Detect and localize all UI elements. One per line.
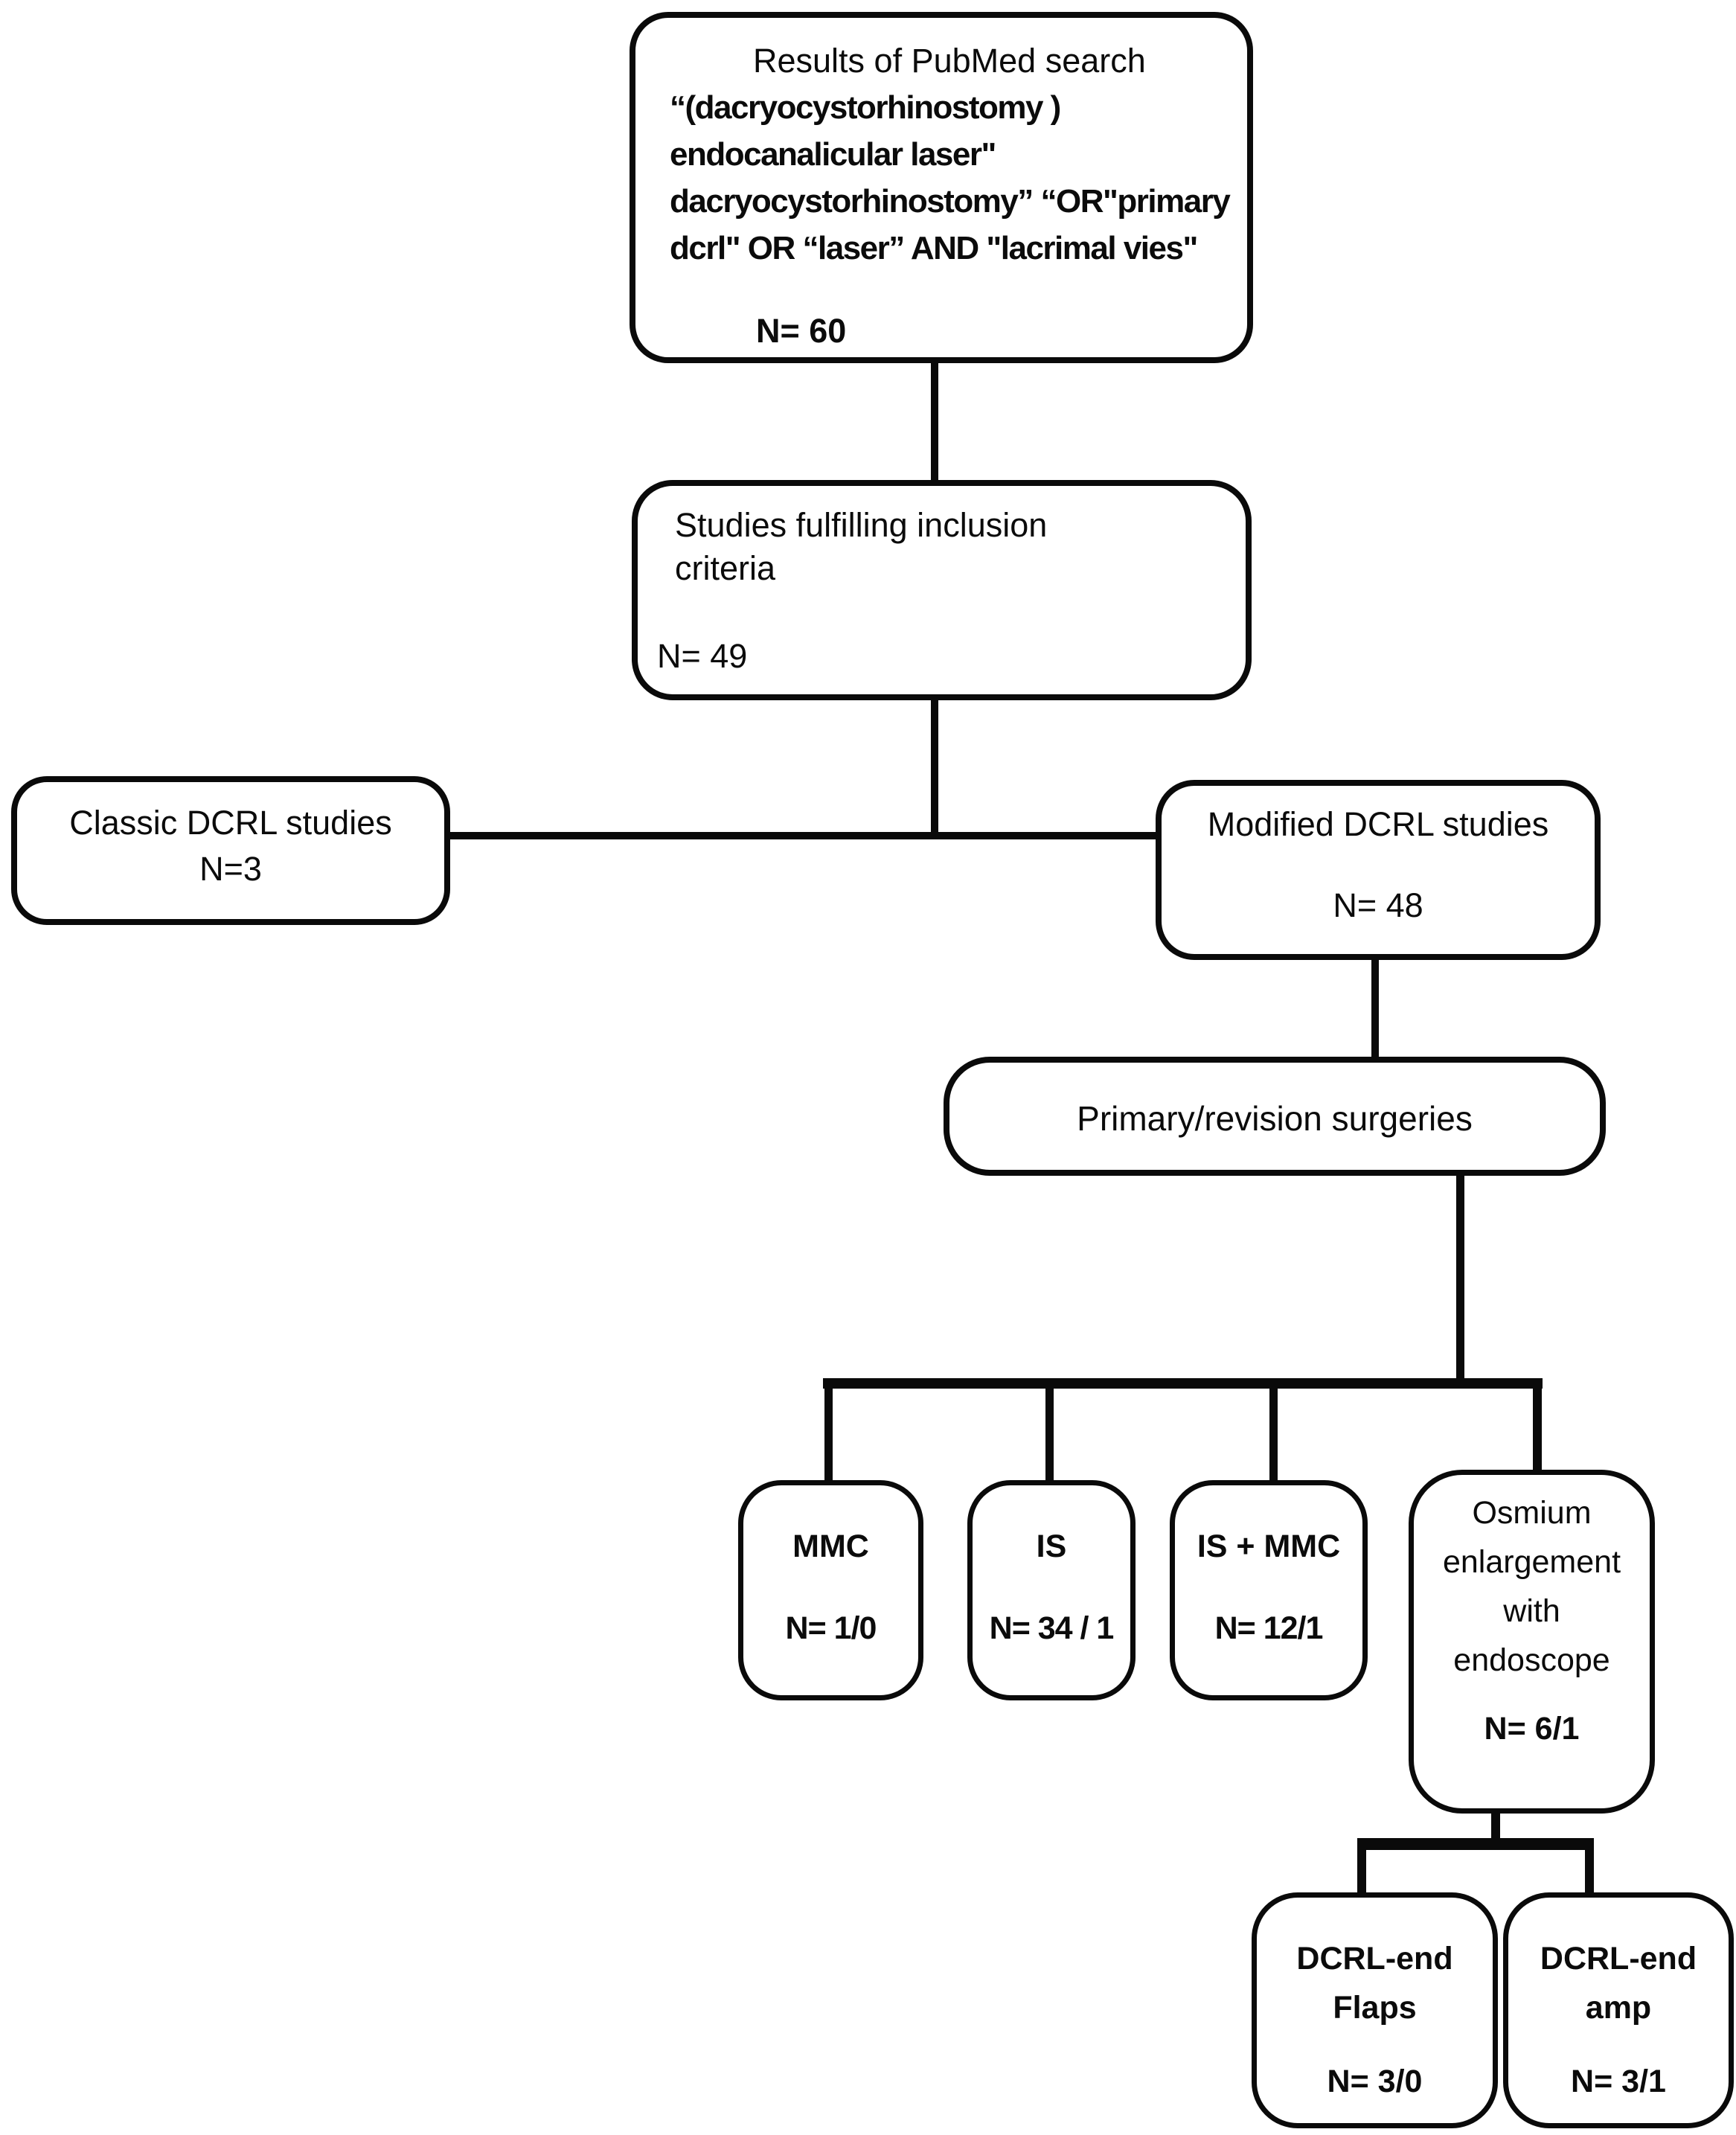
dcrl-end-flaps-node: DCRL-end Flaps N= 3/0	[1252, 1892, 1498, 2128]
connector-drop-mmc	[824, 1378, 833, 1482]
connector-drop-ismmc	[1269, 1378, 1278, 1482]
connector-modified-to-primary	[1371, 958, 1379, 1060]
amp-count: N= 3/1	[1571, 2064, 1666, 2099]
studies-count: N= 49	[657, 637, 748, 675]
modified-dcrl-label: Modified DCRL studies	[1207, 805, 1549, 843]
connector-drop-is	[1045, 1378, 1054, 1482]
connector-four-way-branch-bar	[823, 1378, 1543, 1389]
osmium-label-line-3: with	[1503, 1593, 1560, 1629]
connector-classic-modified-branch	[447, 832, 1159, 839]
connector-drop-amp	[1585, 1838, 1594, 1895]
is-plus-mmc-label: IS + MMC	[1197, 1529, 1341, 1564]
is-label: IS	[1036, 1529, 1067, 1564]
connector-two-way-branch-bar	[1357, 1838, 1594, 1850]
classic-dcrl-count: N=3	[199, 850, 262, 888]
is-node: IS N= 34 / 1	[967, 1480, 1136, 1700]
connector-osmium-down	[1491, 1812, 1500, 1845]
dcrl-end-amp-node: DCRL-end amp N= 3/1	[1503, 1892, 1734, 2128]
flaps-label-line-1: DCRL-end	[1296, 1941, 1453, 1976]
osmium-count: N= 6/1	[1484, 1711, 1580, 1747]
connector-drop-osmium	[1533, 1378, 1542, 1472]
osmium-label-line-1: Osmium	[1472, 1495, 1592, 1531]
studies-label-line-2: criteria	[675, 549, 776, 587]
amp-label-line-1: DCRL-end	[1540, 1941, 1697, 1976]
connector-drop-flaps	[1357, 1838, 1366, 1895]
results-query-line-2: endocanalicular laser"	[670, 136, 996, 173]
studies-node: Studies fulfilling inclusion criteria N=…	[632, 480, 1252, 700]
results-query-line-4: dcrl" OR “laser” AND "lacrimal vies"	[670, 230, 1198, 266]
connector-studies-down	[931, 698, 938, 836]
classic-dcrl-node: Classic DCRL studies N=3	[11, 776, 450, 925]
results-count: N= 60	[756, 312, 847, 350]
connector-primary-down	[1456, 1174, 1464, 1384]
osmium-node: Osmium enlargement with endoscope N= 6/1	[1409, 1470, 1655, 1814]
results-query-line-1: “(dacryocystorhinostomy )	[670, 89, 1061, 126]
osmium-label-line-2: enlargement	[1442, 1544, 1621, 1580]
studies-label-line-1: Studies fulfilling inclusion	[675, 506, 1048, 544]
is-plus-mmc-count: N= 12/1	[1214, 1610, 1324, 1646]
is-plus-mmc-node: IS + MMC N= 12/1	[1170, 1480, 1368, 1700]
modified-dcrl-node: Modified DCRL studies N= 48	[1156, 780, 1601, 960]
mmc-count: N= 1/0	[785, 1610, 877, 1646]
connector-results-to-studies	[931, 362, 938, 482]
results-title: Results of PubMed search	[753, 42, 1146, 80]
results-query-line-3: dacryocystorhinostomy” “OR"primary	[670, 183, 1231, 220]
amp-label-line-2: amp	[1585, 1990, 1652, 2026]
flaps-count: N= 3/0	[1327, 2064, 1423, 2099]
results-node: Results of PubMed search “(dacryocystorh…	[630, 12, 1253, 363]
classic-dcrl-label: Classic DCRL studies	[69, 804, 392, 842]
primary-revision-label: Primary/revision surgeries	[1077, 1099, 1473, 1138]
primary-revision-node: Primary/revision surgeries	[944, 1057, 1606, 1176]
is-count: N= 34 / 1	[989, 1610, 1115, 1646]
flaps-label-line-2: Flaps	[1333, 1990, 1417, 2026]
mmc-node: MMC N= 1/0	[738, 1480, 923, 1700]
modified-dcrl-count: N= 48	[1333, 886, 1423, 924]
osmium-label-line-4: endoscope	[1453, 1642, 1610, 1678]
mmc-label: MMC	[792, 1529, 869, 1564]
